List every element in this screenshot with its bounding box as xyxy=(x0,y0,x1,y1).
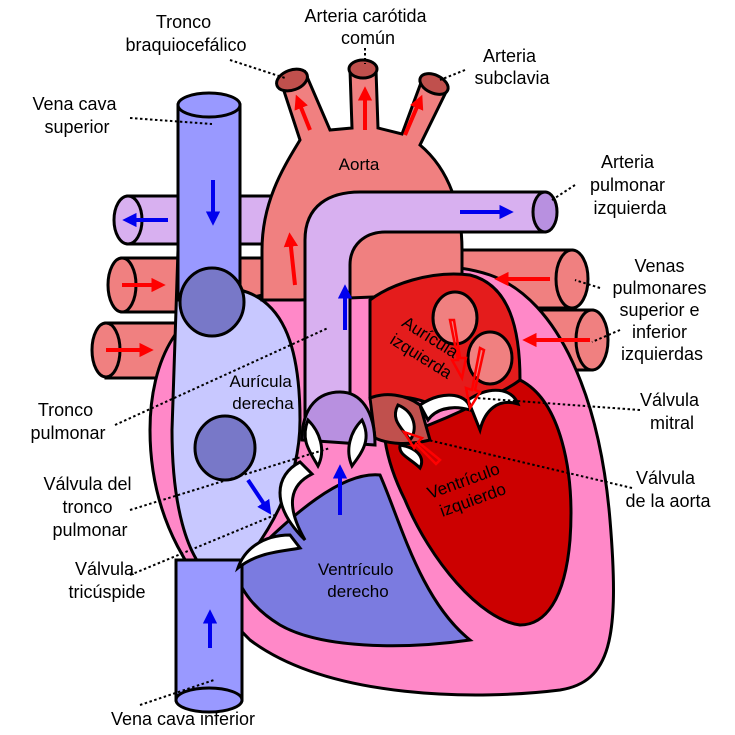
label-tronco-pulmonar: Tronco pulmonar xyxy=(30,400,105,443)
label-arteria-carotida: Arteria carótida común xyxy=(304,6,431,48)
label-valvula-tronco-pulmonar: Válvula del tronco pulmonar xyxy=(43,474,136,540)
label-ventriculo-derecho: Ventrículo derecho xyxy=(318,560,398,601)
brachiocephalic-opening xyxy=(275,67,309,93)
label-valvula-mitral: Válvula mitral xyxy=(640,390,704,433)
label-vena-cava-superior: Vena cava superior xyxy=(32,94,121,137)
label-arteria-pulmonar-izquierda: Arteria pulmonar izquierda xyxy=(590,152,670,218)
carotid-opening xyxy=(347,58,379,80)
left-pulmonary-artery-opening xyxy=(531,190,559,234)
superior-vena-cava xyxy=(176,91,242,302)
label-vena-cava-inferior: Vena cava inferior xyxy=(111,709,255,729)
label-tronco-braquiocefalico: Tronco braquiocefálico xyxy=(125,12,246,55)
label-valvula-aorta: Válvula de la aorta xyxy=(625,468,711,511)
label-valvula-tricuspide: Válvula tricúspide xyxy=(68,559,145,602)
mitral-valve xyxy=(418,388,521,435)
label-arteria-subclavia: Arteria subclavia xyxy=(474,46,550,88)
label-venas-pulmonares: Venas pulmonares superior e inferior izq… xyxy=(612,256,711,364)
pulmonary-valve xyxy=(303,417,368,470)
label-auricula-derecha: Aurícula derecha xyxy=(229,372,296,413)
flow-arrows-blue xyxy=(122,180,514,648)
svc-opening xyxy=(178,266,246,338)
flow-arrows-hollow xyxy=(401,318,486,466)
label-aorta: Aorta xyxy=(339,155,380,174)
flow-arrows-red xyxy=(106,86,590,358)
tricuspid-valve xyxy=(234,460,315,573)
ivc-opening xyxy=(193,414,257,482)
leader-lines xyxy=(114,48,641,706)
